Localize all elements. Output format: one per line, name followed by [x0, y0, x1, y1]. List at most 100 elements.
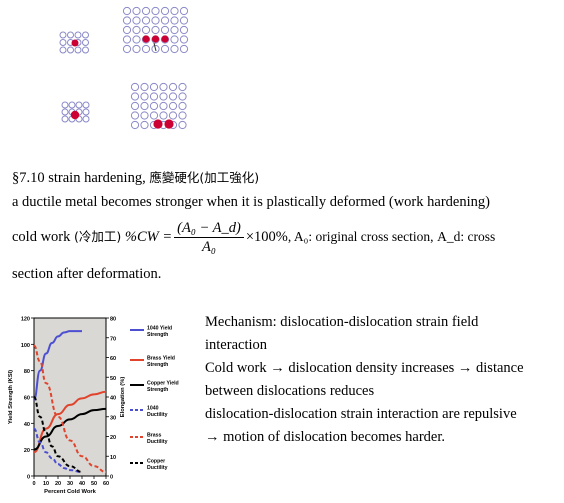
lattice-atom [178, 82, 187, 92]
x-tick-label: 0 [32, 481, 35, 487]
y-right-tick-label: 20 [110, 435, 116, 441]
legend-label: Strength [147, 387, 168, 393]
lattice-atom [132, 25, 141, 35]
lattice-atom [82, 39, 89, 46]
solute-atom [71, 39, 79, 47]
lattice-atom [68, 101, 76, 109]
intro-text: a ductile metal becomes stronger when it… [12, 194, 490, 210]
lattice-atom [168, 92, 178, 101]
lattice-atom [178, 120, 187, 130]
lattice-atom [179, 25, 189, 35]
lattice-atom [130, 101, 140, 111]
lattice-atom [140, 111, 149, 120]
mechanism-line-6: → motion of dislocation becomes harder. [205, 429, 446, 445]
y-left-tick-label: 40 [24, 422, 30, 428]
formula-lhs: %CW = [124, 229, 173, 245]
x-tick-label: 10 [43, 481, 49, 487]
y-right-tick-label: 70 [110, 336, 116, 342]
y-right-tick-label: 0 [110, 475, 113, 481]
y-left-tick-label: 80 [24, 369, 30, 375]
lattice-atom [151, 44, 160, 54]
y-left-axis-label: Yield Strength (KSI) [8, 370, 14, 424]
lattice-atom [160, 44, 170, 54]
lattice-atom [168, 111, 178, 120]
mechanism-line-2: interaction [205, 337, 268, 353]
series-line-3 [33, 427, 83, 474]
lattice-atom [149, 111, 159, 120]
lattice-atom [160, 16, 170, 25]
lattice-atom [179, 6, 189, 16]
y-right-tick-label: 60 [110, 356, 116, 362]
lattice-atom [141, 25, 151, 35]
lattice-atom [179, 16, 189, 25]
lattice-atom [151, 6, 160, 16]
y-right-tick-label: 80 [110, 317, 116, 323]
x-tick-label: 60 [103, 481, 109, 487]
lattice-atom [140, 92, 149, 101]
lattice-atom [132, 44, 141, 54]
formula-denominator: A₀ [202, 238, 216, 255]
legend-label: Ductility [147, 465, 168, 471]
mechanism-block: Mechanism: dislocation-dislocation strai… [205, 311, 524, 449]
lattice-atom [140, 101, 149, 111]
mechanism-line-3: Cold work → dislocation density increase… [205, 360, 524, 376]
lattice-atom [149, 82, 159, 92]
series-line-2 [33, 407, 107, 451]
lattice-atom [170, 25, 179, 35]
y-right-tick-label: 30 [110, 415, 116, 421]
lattice-atom [132, 6, 141, 16]
lattice-atom [61, 115, 69, 123]
lattice-atom [130, 120, 140, 130]
legend-label: Brass Yield [147, 356, 175, 362]
x-tick-label: 40 [79, 481, 85, 487]
lattice-atom [82, 108, 90, 116]
lattice-atom [160, 25, 170, 35]
series-line-0 [33, 330, 82, 401]
x-axis-label: Percent Cold Work [44, 489, 97, 495]
lattice-atom [130, 111, 140, 120]
mechanism-line-1: Mechanism: dislocation-dislocation strai… [205, 314, 479, 330]
lattice-atom [170, 6, 179, 16]
lattice-atom [168, 82, 178, 92]
lattice-atom [122, 25, 132, 35]
lattice-atom [170, 16, 179, 25]
legend-label: Strength [147, 332, 168, 338]
lattice-atom [159, 101, 168, 111]
mechanism-line-5: dislocation-dislocation strain interacti… [205, 406, 517, 422]
lattice-atom [132, 16, 141, 25]
y-left-tick-label: 60 [24, 396, 30, 402]
lattice-atom [61, 108, 69, 116]
lattice-atom [82, 101, 90, 109]
x-tick-label: 30 [67, 481, 73, 487]
legend-label: Ductility [147, 439, 168, 445]
lattice-atom [140, 120, 149, 130]
lattice-atom [168, 101, 178, 111]
lattice-atom [82, 46, 89, 54]
legend-label: Strength [147, 362, 168, 368]
legend-label: 1040 Yield [147, 326, 172, 332]
lattice-atom [61, 101, 69, 109]
cold-work-line-2: section after deformation. [12, 266, 162, 282]
formula-rhs: ×100% [245, 229, 288, 245]
cold-work-chinese: (冷加工) [74, 229, 122, 244]
lattice-atom [74, 31, 82, 39]
lattice-atom [59, 46, 67, 54]
section-heading-chinese: 應變硬化(加工強化) [149, 170, 260, 185]
ad-definition: A_d: cross [437, 229, 496, 244]
lattice-atom [74, 46, 82, 54]
mechanism-line-4: between dislocations reduces [205, 383, 375, 399]
lattice-atom [149, 101, 159, 111]
solute-atom [70, 110, 80, 120]
y-left-tick-label: 100 [21, 343, 30, 349]
lattice-atom [149, 92, 159, 101]
y-left-tick-label: 20 [24, 448, 30, 454]
section-heading-text: §7.10 strain hardening, [12, 170, 146, 186]
solute-atom [142, 35, 150, 43]
formula-numerator: (A₀ − A_d) [174, 219, 244, 238]
legend-label: 1040 [147, 406, 159, 412]
y-right-tick-label: 10 [110, 455, 116, 461]
legend-label: Ductility [147, 412, 168, 418]
lattice-atom [132, 35, 141, 44]
lattice-atom [122, 35, 132, 44]
